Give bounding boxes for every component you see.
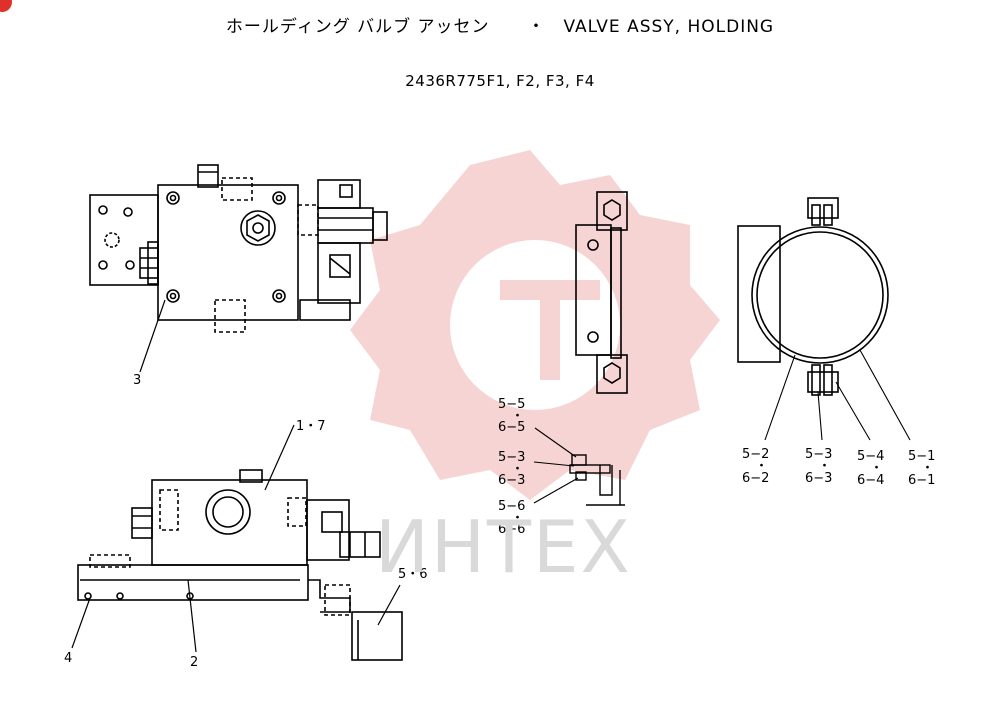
svg-text:・: ・ — [921, 461, 934, 476]
svg-text:6−5: 6−5 — [498, 420, 525, 435]
svg-text:5−4: 5−4 — [857, 449, 884, 464]
callout-4: 4 — [64, 651, 72, 666]
drawing-title: ホールディング バルブ アッセン ・ VALVE ASSY, HOLDING — [0, 12, 1000, 37]
callout-5-4-right: 5−4 ・ 6−4 — [857, 449, 884, 488]
svg-text:6−2: 6−2 — [742, 471, 769, 486]
svg-text:・: ・ — [818, 459, 831, 474]
svg-text:6−3: 6−3 — [498, 473, 525, 488]
svg-text:・: ・ — [511, 511, 524, 526]
svg-text:5−2: 5−2 — [742, 447, 769, 462]
clamp-band — [737, 197, 911, 441]
callout-5-2-right: 5−2 ・ 6−2 — [742, 447, 769, 486]
callout-5-6: 5−6 ・ 6−6 — [498, 499, 525, 537]
svg-text:・: ・ — [755, 459, 768, 474]
svg-text:5−3: 5−3 — [498, 450, 525, 465]
valve-body — [157, 184, 299, 321]
svg-text:6−1: 6−1 — [908, 473, 935, 488]
callout-2: 2 — [190, 655, 198, 670]
svg-text:6−6: 6−6 — [498, 522, 525, 537]
fastener-detail — [533, 427, 625, 506]
title-separator: ・ — [527, 17, 546, 37]
svg-text:・: ・ — [511, 462, 524, 477]
watermark-gear-icon — [350, 150, 720, 500]
title-english: VALVE ASSY, HOLDING — [563, 17, 775, 37]
svg-text:5−6: 5−6 — [498, 499, 525, 514]
callout-5-5: 5−5 ・ 6−5 — [498, 397, 525, 435]
part-number: 2436R775F1, F2, F3, F4 — [405, 72, 595, 90]
svg-text:5−5: 5−5 — [498, 397, 525, 412]
callout-5-1-right: 5−1 ・ 6−1 — [908, 449, 935, 488]
watermark-text: ИНТЕХ — [375, 505, 632, 589]
svg-text:6−3: 6−3 — [805, 471, 832, 486]
svg-text:・: ・ — [511, 409, 524, 424]
svg-text:・: ・ — [870, 461, 883, 476]
svg-text:5−1: 5−1 — [908, 449, 935, 464]
valve-side-view — [71, 424, 403, 661]
callout-5-3-right: 5−3 ・ 6−3 — [805, 447, 832, 486]
valve-top-view — [89, 164, 388, 373]
valve-body-side — [151, 479, 308, 566]
strap-bracket — [575, 191, 628, 394]
svg-text:6−4: 6−4 — [857, 473, 884, 488]
callout-3: 3 — [133, 373, 141, 388]
corner-badge — [0, 0, 12, 12]
svg-text:5−3: 5−3 — [805, 447, 832, 462]
callout-5-6-bottom: 5・6 — [398, 567, 428, 582]
callout-1-7: 1・7 — [296, 419, 326, 434]
callout-5-3: 5−3 ・ 6−3 — [498, 450, 525, 488]
title-japanese: ホールディング バルブ アッセン — [225, 17, 490, 37]
base-plate — [77, 564, 309, 601]
